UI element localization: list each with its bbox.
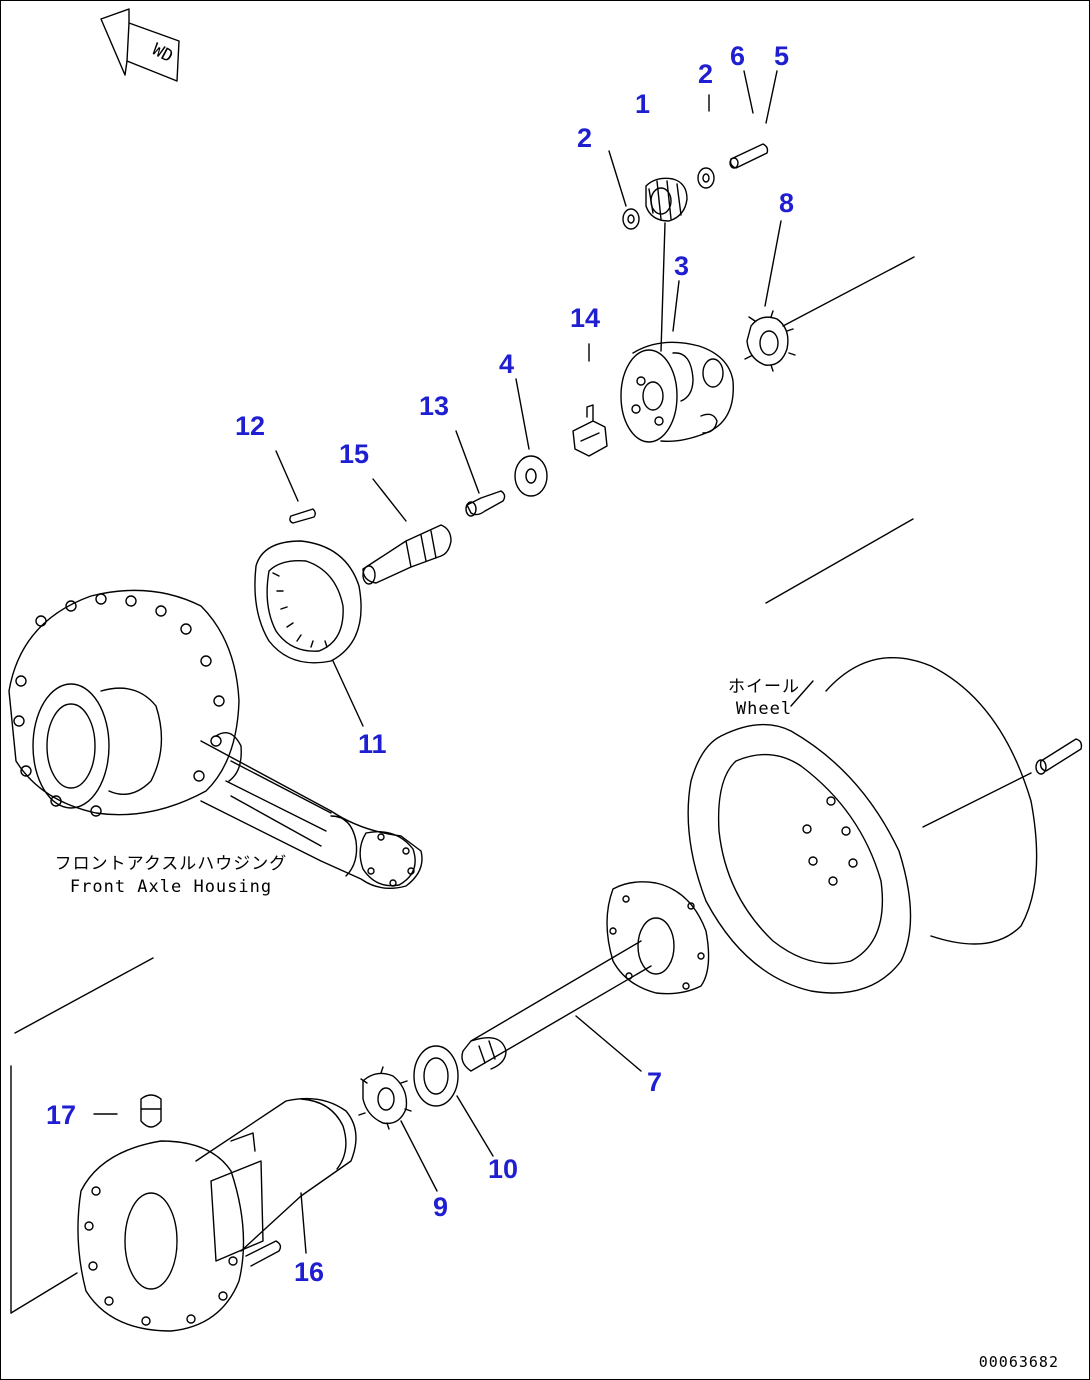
drawing-number: 00063682 [978, 1353, 1059, 1371]
part-11-ring-gear [254, 540, 362, 664]
wheel [687, 656, 1083, 994]
part-8-sun-gear [744, 310, 796, 372]
part-3-planetary-carrier [620, 341, 734, 443]
callout-14: 14 [570, 303, 601, 333]
housing-label-jp: フロントアクスルハウジング [54, 854, 288, 874]
part-9-gear [358, 1066, 412, 1130]
wheel-label-en: Wheel [735, 699, 793, 719]
callout-17: 17 [46, 1100, 77, 1130]
direction-arrow-icon: WD [100, 8, 180, 82]
callout-4: 4 [499, 349, 515, 379]
leader-lines [93, 70, 814, 1254]
callout-3: 3 [674, 251, 690, 281]
part-1-pinion-gear [645, 177, 688, 222]
part-2-thrust-washer [622, 208, 640, 230]
front-axle-housing [8, 589, 423, 889]
part-7-axle-shaft [461, 881, 710, 1072]
callout-5: 5 [774, 41, 790, 71]
callout-9: 9 [433, 1192, 449, 1222]
part-17-plug [140, 1094, 162, 1128]
callout-2: 2 [698, 59, 714, 89]
part-15-spline-shaft [362, 524, 452, 585]
part-12-pin [289, 508, 316, 524]
callout-1: 1 [635, 89, 651, 119]
part-2-thrust-washer [697, 167, 715, 189]
part-16-axle-housing [77, 1097, 357, 1332]
callout-6: 6 [730, 41, 746, 71]
callout-12: 12 [235, 411, 266, 441]
callout-7: 7 [647, 1067, 663, 1097]
axis-lines [10, 256, 1032, 1314]
callout-16: 16 [294, 1257, 325, 1287]
callout-10: 10 [488, 1154, 519, 1184]
callout-8: 8 [779, 188, 795, 218]
housing-label-en: Front Axle Housing [69, 877, 273, 897]
callout-13: 13 [419, 391, 450, 421]
part-13-bolt [465, 490, 506, 517]
part-14-lock-plate [572, 404, 608, 457]
callout-15: 15 [339, 439, 370, 469]
callout-2: 2 [577, 123, 593, 153]
callout-11: 11 [358, 729, 387, 759]
part-4-thrust-plate [514, 455, 548, 497]
part-5-pinion-shaft [729, 143, 769, 169]
wheel-label-jp: ホイール [728, 677, 800, 697]
part-10-seal [413, 1045, 459, 1107]
